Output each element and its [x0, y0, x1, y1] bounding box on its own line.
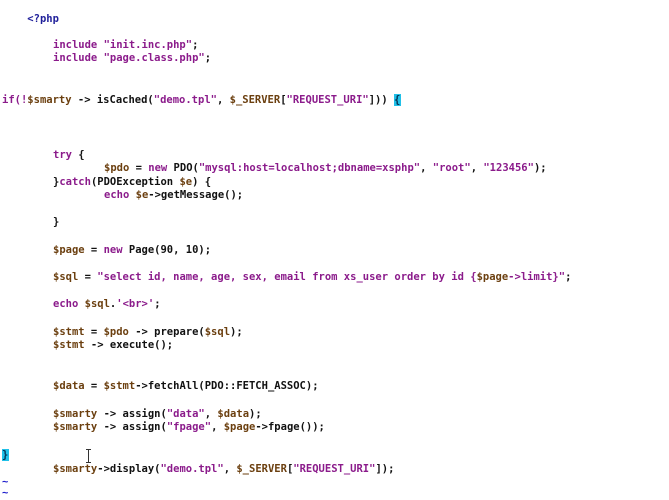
code-line-new-pdo: $pdo = new PDO("mysql:host=localhost;dbn… [104, 162, 547, 174]
code-line-prepare: $stmt = $pdo -> prepare($sql); [53, 326, 243, 338]
code-line-new-page: $page = new Page(90, 10); [53, 244, 212, 256]
code-line-if-cached: if(!$smarty -> isCached("demo.tpl", $_SE… [2, 94, 402, 106]
text-cursor: } [2, 449, 9, 461]
code-line-close-brace-1: } [53, 216, 60, 228]
code-line-try: try { [53, 149, 85, 161]
php-open-tag: <?php [27, 13, 59, 25]
code-line-include-init: include "init.inc.php"; [53, 39, 199, 51]
empty-line-marker: ~ [2, 487, 9, 499]
code-line-assign-data: $smarty -> assign("data", $data); [53, 408, 262, 420]
code-line-echo-message: echo $e->getMessage(); [104, 189, 244, 201]
code-line-1: <?php [2, 0, 59, 25]
code-line-include-page: include "page.class.php"; [53, 52, 212, 64]
empty-line-marker: ~ [2, 476, 9, 488]
matching-brace-highlight: { [394, 94, 402, 106]
mouse-ibeam-cursor-icon [86, 449, 95, 463]
code-line-assign-fpage: $smarty -> assign("fpage", $page->fpage(… [53, 421, 325, 433]
code-line-fetchall: $data = $stmt->fetchAll(PDO::FETCH_ASSOC… [53, 380, 319, 392]
code-line-display: $smarty->display("demo.tpl", $_SERVER["R… [53, 463, 395, 475]
code-line-close-brace-2: } [2, 449, 9, 462]
code-line-sql: $sql = "select id, name, age, sex, email… [53, 271, 572, 283]
code-line-execute: $stmt -> execute(); [53, 339, 174, 351]
code-line-catch: }catch(PDOException $e) { [53, 176, 212, 188]
code-line-echo-sql: echo $sql.'<br>'; [53, 298, 161, 310]
